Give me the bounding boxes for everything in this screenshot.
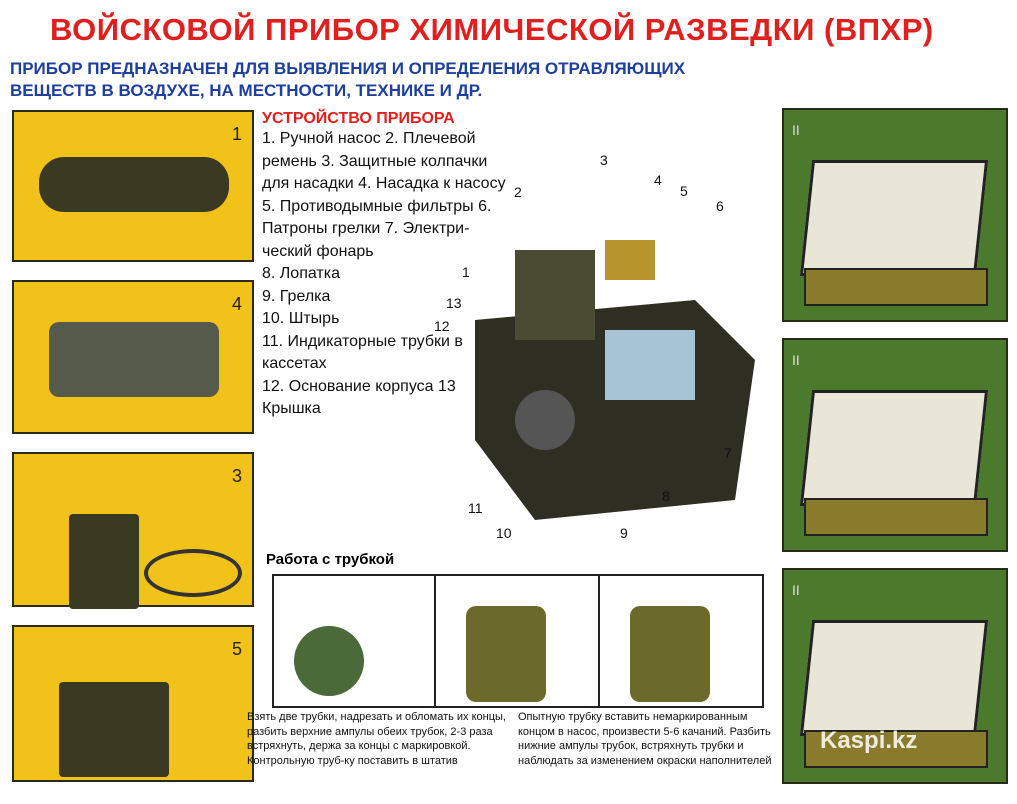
callout-6: 6 xyxy=(716,198,724,214)
callout-11: 11 xyxy=(468,500,483,516)
step-caption-2: Опытную трубку вставить немаркированным … xyxy=(518,711,772,767)
panel-number: II xyxy=(792,122,800,138)
ring-illustration xyxy=(144,549,242,597)
heater-cartridges xyxy=(605,330,695,400)
bolt-part xyxy=(515,390,575,450)
cassette-base xyxy=(804,268,988,306)
cassette-card xyxy=(799,160,989,276)
callout-2: 2 xyxy=(514,184,522,200)
poster-title: ВОЙСКОВОЙ ПРИБОР ХИМИЧЕСКОЙ РАЗВЕДКИ (ВП… xyxy=(50,12,934,47)
caps-illustration xyxy=(69,514,139,609)
device-illustration xyxy=(475,240,755,520)
panel-number: 4 xyxy=(231,294,242,314)
step-1-illustration xyxy=(272,574,436,708)
watermark: Kaspi.kz xyxy=(820,727,918,754)
step-caption-1: Взять две трубки, надрезать и обломать и… xyxy=(247,711,506,767)
panel-number: 5 xyxy=(231,639,242,659)
pump-part xyxy=(515,250,595,340)
step-2-illustration xyxy=(434,574,600,708)
step-3-illustration xyxy=(598,574,764,708)
panel-cassette-1: II xyxy=(782,108,1008,322)
poster-subtitle: ПРИБОР ПРЕДНАЗНАЧЕН ДЛЯ ВЫЯВЛЕНИЯ И ОПРЕ… xyxy=(10,59,686,100)
callout-13: 13 xyxy=(446,295,462,311)
cassette-base xyxy=(804,730,988,768)
panel-cassette-3: II xyxy=(782,568,1008,784)
filter-illustration xyxy=(59,682,169,777)
cassette-base xyxy=(804,498,988,536)
callout-7: 7 xyxy=(724,445,732,461)
panel-cassette-2: II xyxy=(782,338,1008,552)
filter-part xyxy=(605,240,655,280)
callout-4: 4 xyxy=(654,172,662,188)
panel-number: 3 xyxy=(231,466,242,486)
work-title: Работа с трубкой xyxy=(266,551,399,569)
panel-hand-pump: 1 xyxy=(12,110,254,262)
panel-number: II xyxy=(792,352,800,368)
callout-12: 12 xyxy=(434,318,450,334)
callout-1: 1 xyxy=(462,264,470,280)
pump-illustration xyxy=(39,157,229,212)
device-parts-list: 1. Ручной насос 2. Плечевой ремень 3. За… xyxy=(262,130,506,417)
cassette-card xyxy=(799,620,989,736)
panel-nozzle: 4 xyxy=(12,280,254,434)
panel-number: II xyxy=(792,582,800,598)
cassette-card xyxy=(799,390,989,506)
panel-filters: 5 xyxy=(12,625,254,782)
callout-10: 10 xyxy=(496,525,512,541)
nozzle-illustration xyxy=(49,322,219,397)
panel-caps: 3 xyxy=(12,452,254,609)
device-heading: УСТРОЙСТВО ПРИБОРА xyxy=(262,110,455,127)
callout-9: 9 xyxy=(620,525,628,541)
panel-number: 1 xyxy=(231,124,242,144)
callout-3: 3 xyxy=(600,152,608,168)
callout-5: 5 xyxy=(680,183,688,199)
callout-8: 8 xyxy=(662,488,670,504)
